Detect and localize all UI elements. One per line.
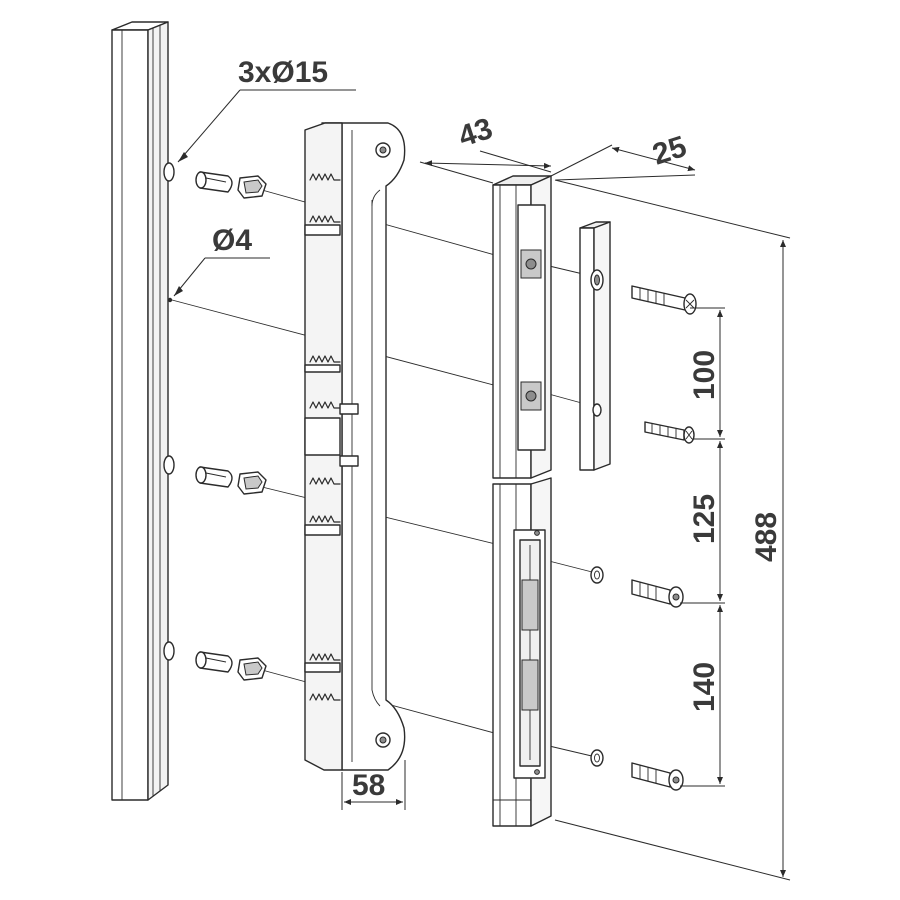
dimension-bracket-width [341, 760, 406, 810]
label-width-top: 43 [455, 112, 497, 154]
post-hole-bottom-icon [163, 641, 175, 661]
square-post [111, 21, 169, 801]
label-spacing-1: 100 [688, 350, 721, 400]
dimension-total-height [554, 179, 791, 881]
label-total-height: 488 [750, 512, 783, 562]
anchor-set-bottom [195, 651, 267, 681]
screw-second [644, 421, 695, 444]
label-holes-large: 3xØ15 [238, 56, 328, 89]
label-hole-small: Ø4 [212, 224, 252, 257]
anchor-set-middle [195, 466, 267, 495]
dimension-spacing-chain [680, 307, 725, 787]
cover-plate [579, 221, 611, 471]
label-depth-top: 25 [649, 130, 691, 172]
washer-third [590, 566, 604, 584]
mounting-bracket [304, 122, 406, 771]
label-spacing-3: 140 [688, 662, 721, 712]
dimension-width-top [419, 150, 552, 184]
screw-bottom [631, 762, 684, 791]
anchor-set-top [195, 171, 267, 199]
post-hole-small-icon [167, 297, 173, 303]
label-spacing-2: 125 [688, 494, 721, 544]
lock-body [492, 175, 552, 827]
leader-holes-large [177, 89, 356, 163]
post-hole-top-icon [163, 162, 175, 182]
dimension-depth-top [550, 144, 696, 181]
washer-bottom [590, 749, 604, 767]
leader-hole-small [173, 257, 270, 297]
post-hole-middle-icon [163, 455, 175, 475]
screw-third [631, 579, 684, 608]
screw-top [631, 285, 697, 315]
label-bracket-width: 58 [352, 769, 385, 802]
